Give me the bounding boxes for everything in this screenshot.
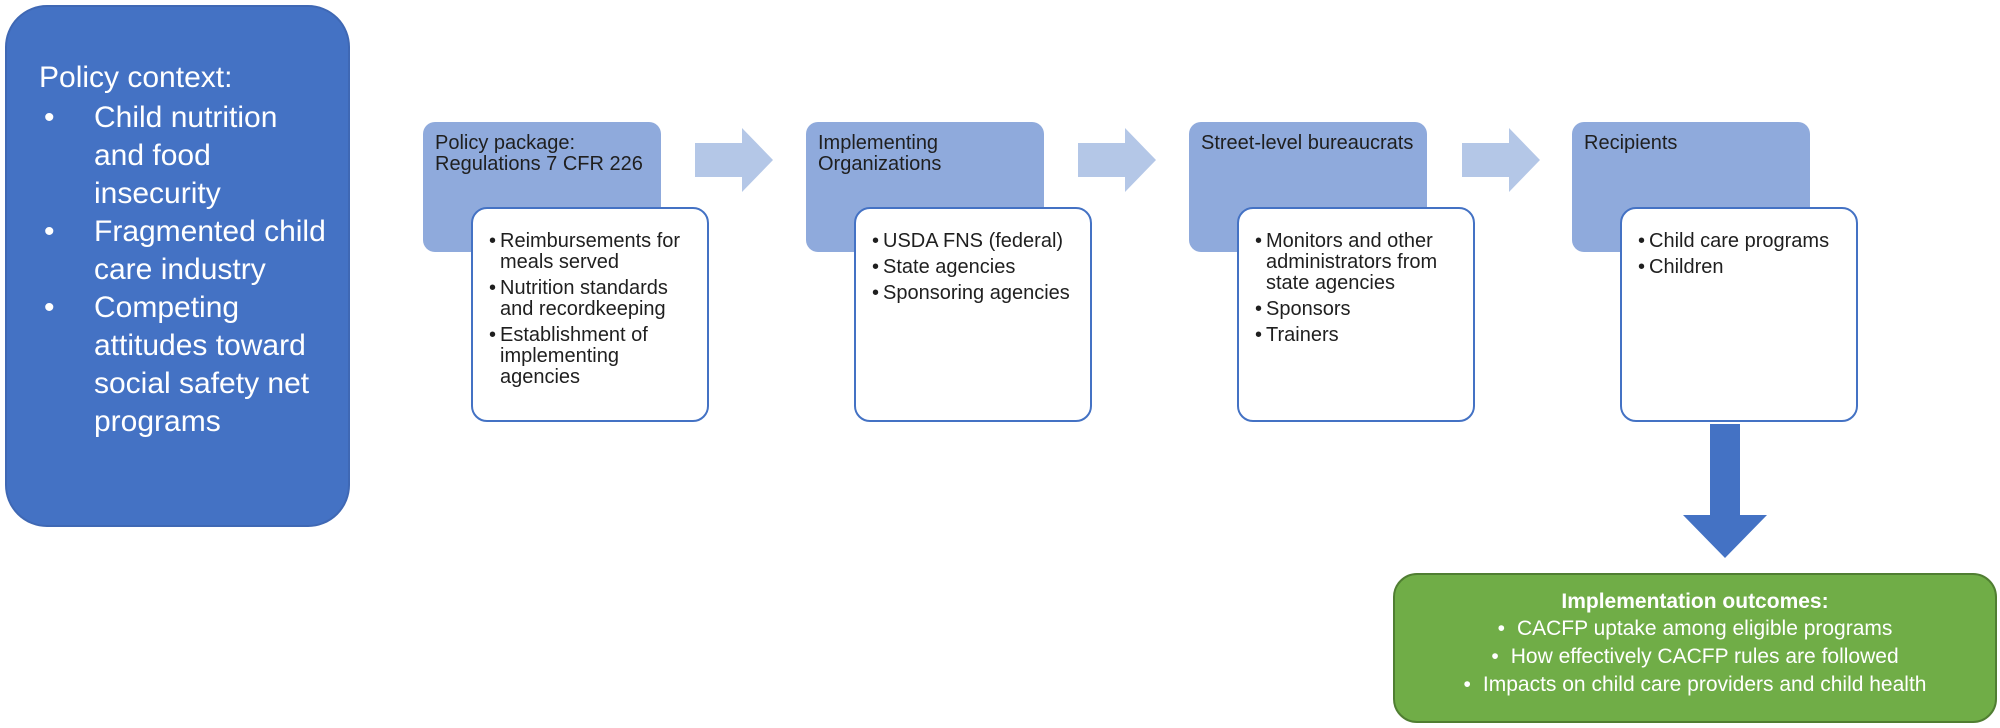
bullet-icon: • — [1497, 617, 1505, 640]
flow-arrow-2 — [1078, 128, 1156, 192]
policy-context-item: •Competing attitudes toward social safet… — [44, 291, 310, 438]
list-item: Children — [1638, 257, 1846, 279]
policy-context-list: •Child nutrition and food insecurity •Fr… — [39, 99, 330, 441]
list-item: Sponsors — [1255, 299, 1463, 321]
list-item: Reimbursements for meals served — [489, 231, 697, 273]
stage-street-level-details: Monitors and other administrators from s… — [1237, 207, 1475, 422]
stage-policy-package-details: Reimbursements for meals served Nutritio… — [471, 207, 709, 422]
list-item: •How effectively CACFP rules are followe… — [1491, 645, 1899, 668]
flow-arrow-1 — [695, 128, 773, 192]
policy-context-item: •Child nutrition and food insecurity — [44, 101, 278, 210]
list-item: Monitors and other administrators from s… — [1255, 231, 1463, 294]
bullet-icon: • — [44, 101, 55, 134]
stage-recipients-details: Child care programs Children — [1620, 207, 1858, 422]
implementation-outcomes-box: Implementation outcomes: •CACFP uptake a… — [1393, 573, 1997, 723]
policy-context-item: •Fragmented child care industry — [44, 215, 326, 286]
list-item: USDA FNS (federal) — [872, 231, 1080, 253]
bullet-icon: • — [44, 291, 55, 324]
list-item: •CACFP uptake among eligible programs — [1497, 617, 1893, 640]
list-item: State agencies — [872, 257, 1080, 279]
list-item: Sponsoring agencies — [872, 283, 1080, 305]
stage-implementing-orgs-header: Implementing Organizations — [806, 122, 1044, 252]
policy-context-box: Policy context: •Child nutrition and foo… — [5, 5, 350, 527]
list-item: Child care programs — [1638, 231, 1846, 253]
stage-implementing-orgs-details: USDA FNS (federal) State agencies Sponso… — [854, 207, 1092, 422]
flow-arrow-3 — [1462, 128, 1540, 192]
outcomes-title: Implementation outcomes: — [1561, 590, 1829, 613]
outcomes-list: •CACFP uptake among eligible programs •H… — [1395, 615, 1995, 699]
list-item: •Impacts on child care providers and chi… — [1463, 673, 1927, 696]
bullet-icon: • — [1491, 645, 1499, 668]
bullet-icon: • — [1463, 673, 1471, 696]
down-arrow — [1683, 424, 1767, 558]
bullet-icon: • — [44, 215, 55, 248]
policy-context-title: Policy context: — [39, 61, 233, 94]
list-item: Nutrition standards and recordkeeping — [489, 278, 697, 320]
list-item: Establishment of implementing agencies — [489, 325, 697, 388]
list-item: Trainers — [1255, 325, 1463, 347]
